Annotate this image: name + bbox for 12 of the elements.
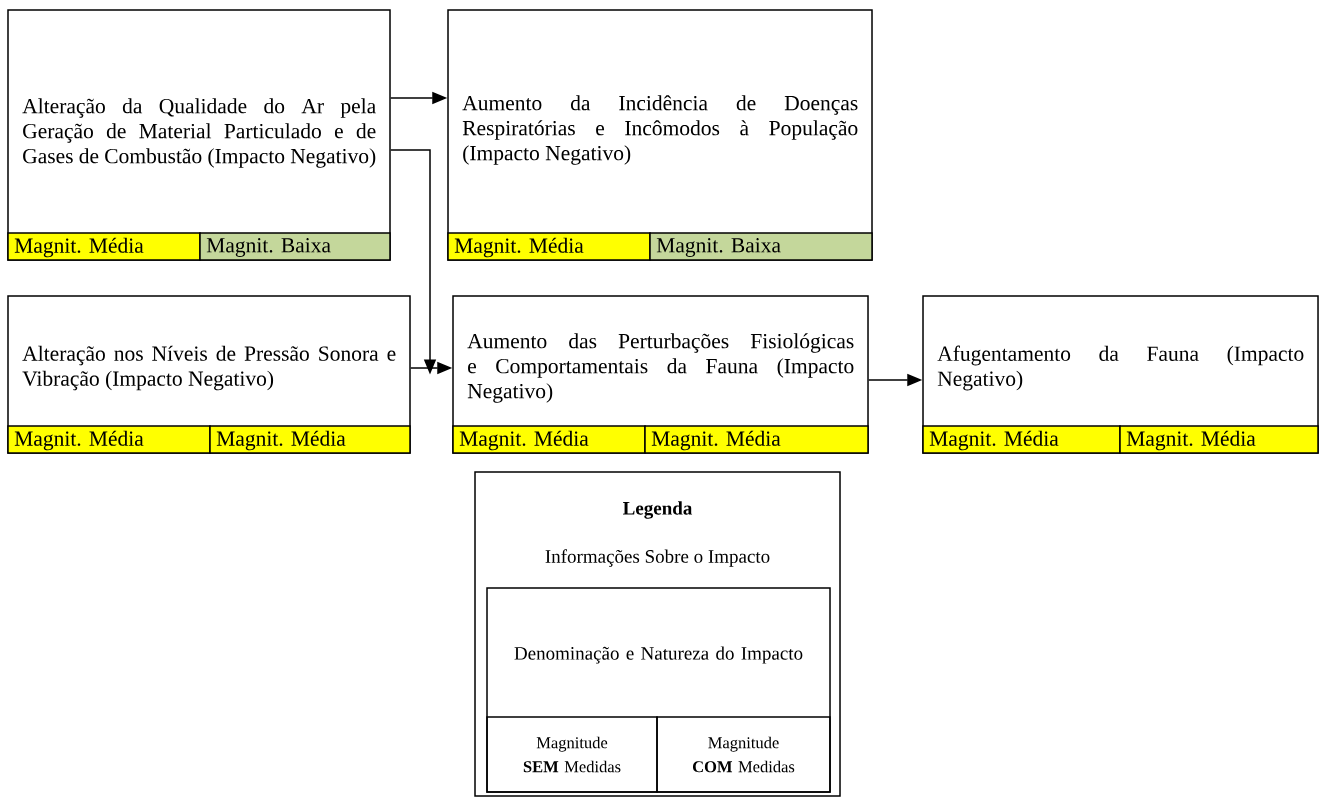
legend-magnitude-cell: Magnitude SEM Medidas [486,716,658,793]
magnitude-cell: Magnit. Média [7,232,201,261]
magnitude-cell: Magnit. Média [1119,425,1319,454]
magnitude-cell: Magnit. Média [209,425,411,454]
magnitude-cell: Magnit. Média [644,425,869,454]
magnitude-cell: Magnit. Média [447,232,651,261]
magnitude-cell: Magnit. Média [7,425,211,454]
magnitude-cell: Magnit. Média [452,425,646,454]
magnitude-cell: Magnit. Média [922,425,1121,454]
legend-magnitude-cell: Magnitude COM Medidas [656,716,831,793]
magnitude-cell: Magnit. Baixa [649,232,873,261]
magnitude-cell: Magnit. Baixa [199,232,391,261]
